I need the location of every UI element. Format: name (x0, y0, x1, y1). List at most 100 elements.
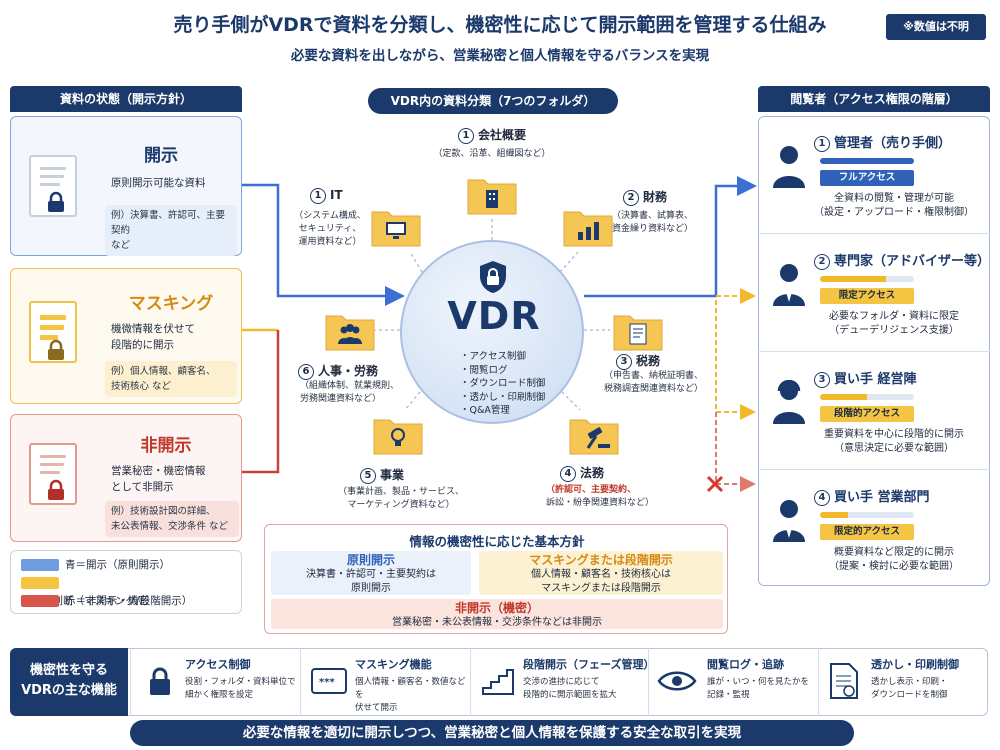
feature-phased-disclosure: 段階開示（フェーズ管理） 交渉の進捗に応じて段階的に開示範囲を拡大 (470, 648, 654, 716)
lock-icon (48, 191, 64, 212)
feature-watermark: 透かし・印刷制御 透かし表示・印刷・ダウンロードを制御 (818, 648, 988, 716)
policy-nondisclose: 非開示（機密） 営業秘密・未公表情報・交渉条件などは非開示 (271, 599, 723, 629)
advisor-icon (773, 264, 805, 306)
stairs-icon (482, 669, 514, 695)
card-masking: マスキング 機微情報を伏せて 段階的に開示 例）個人情報、顧客名、 技術核心 な… (10, 268, 242, 404)
card-title: マスキング (128, 294, 214, 314)
folder-desc: （申告書、納税証明書、税務調査関連資料など） (604, 371, 704, 394)
access-level-bar (820, 158, 914, 164)
connector-nondisclose (240, 330, 280, 474)
card-disclose: 開示 原則開示可能な資料 例）決算書、許認可、主要契約 など (10, 116, 242, 256)
viewer-desc: 必要なフォルダ・資料に限定（デューデリジェンス支援） (829, 311, 959, 336)
viewer-desc: 重要資料を中心に段階的に開示（意思決定に必要な範囲） (824, 429, 964, 454)
viewer-desc: 全資料の閲覧・管理が可能（設定・アップロード・権限制御） (814, 193, 974, 218)
card-example: 例）決算書、許認可、主要契約 など (105, 205, 237, 256)
monitor-folder-icon[interactable] (370, 206, 422, 248)
gavel-folder-icon[interactable] (568, 414, 620, 456)
shield-lock-icon (480, 261, 506, 293)
vdr-hub: VDR ・アクセス制御 ・閲覧ログ ・ダウンロード制御 ・透かし・印刷制御 ・Q… (400, 240, 584, 424)
policy-title: 情報の機密性に応じた基本方針 (409, 534, 585, 549)
access-level-bar (820, 394, 914, 400)
headset-person-icon (773, 380, 805, 424)
card-desc: 原則開示可能な資料 (111, 177, 206, 189)
masked-document-icon (29, 301, 77, 363)
folder-desc: （定款、沿革、組織図など） (433, 149, 551, 159)
lock-icon (150, 667, 170, 695)
people-folder-icon[interactable] (324, 310, 376, 352)
center-panel-title: VDR内の資料分類（7つのフォルダ） (368, 88, 618, 114)
legend-item-yellow: 黄＝要判断（マスキング/段階開示） (21, 574, 231, 607)
policy-box: 情報の機密性に応じた基本方針 原則開示 決算書・許認可・主要契約は 原則開示 マ… (264, 524, 728, 634)
deny-x-icon (706, 475, 724, 493)
connector-sales (715, 412, 756, 492)
vdr-feature-list: ・アクセス制御 ・閲覧ログ ・ダウンロード制御 ・透かし・印刷制御 ・Q&A管理 (460, 351, 546, 416)
bar-chart-folder-icon[interactable] (562, 206, 614, 248)
page-subtitle: 必要な資料を出しながら、営業秘密と個人情報を守るバランスを実現 (290, 48, 710, 64)
eye-icon (657, 671, 697, 691)
card-example: 例）技術設計図の詳細、 未公表情報、交渉条件 など (105, 501, 239, 537)
person-icon (773, 146, 805, 188)
folder-desc: （システム構成、セキュリティ、運用資料など） (294, 211, 366, 247)
folder-desc: （組織体制、就業規則、労務関連資料など） (300, 381, 400, 404)
person-icon (773, 500, 805, 542)
right-panel: 閲覧者（アクセス権限の階層） (758, 86, 990, 112)
connector-admin (584, 176, 757, 298)
feature-access-control: アクセス制御 役割・フォルダ・資料単位で細かく権限を設定 (130, 648, 300, 716)
access-tag: 段階的アクセス (820, 406, 914, 422)
folder-desc: （許認可、主要契約、訴訟・紛争関連資料など） (546, 485, 655, 508)
document-icon (29, 155, 77, 217)
svg-text:***: *** (319, 677, 335, 688)
confidential-document-icon (29, 443, 77, 505)
lock-icon (48, 479, 64, 500)
vdr-label: VDR (447, 294, 541, 338)
card-nondisclose: 非開示 営業秘密・機密情報 として非開示 例）技術設計図の詳細、 未公表情報、交… (10, 414, 242, 542)
lightbulb-folder-icon[interactable] (372, 414, 424, 456)
right-panel-title: 閲覧者（アクセス権限の階層） (758, 86, 990, 112)
viewer-desc: 概要資料など限定的に開示（提案・検討に必要な範囲） (829, 547, 959, 572)
left-panel-title: 資料の状態（開示方針） (10, 86, 242, 112)
feature-masking: *** マスキング機能 個人情報・顧客名・数値などを伏せて開示 (300, 648, 470, 716)
access-tag: 限定アクセス (820, 288, 914, 304)
folder-desc: （決算書、試算表、資金繰り資料など） (612, 211, 694, 234)
tax-document-folder-icon[interactable] (612, 310, 664, 352)
footer-banner: 必要な情報を適切に開示しつつ、営業秘密と個人情報を保護する安全な取引を実現 (130, 720, 854, 746)
access-level-bar (820, 512, 914, 518)
legend-item-blue: 青＝開示（原則開示） (21, 556, 231, 574)
connector-exec (715, 300, 756, 420)
masked-input-icon: *** (311, 668, 347, 694)
card-desc: 機微情報を伏せて 段階的に開示 (111, 323, 195, 351)
watermark-document-icon (830, 663, 858, 699)
card-example: 例）個人情報、顧客名、 技術核心 など (105, 361, 237, 397)
left-panel: 資料の状態（開示方針） (10, 86, 242, 112)
card-desc: 営業秘密・機密情報 として非開示 (111, 465, 206, 493)
building-folder-icon[interactable] (466, 174, 518, 216)
note-badge: ※数値は不明 (886, 14, 986, 40)
access-tag: フルアクセス (820, 170, 914, 186)
policy-masking: マスキングまたは段階開示 個人情報・顧客名・技術核心は マスキングまたは段階開示 (479, 551, 723, 595)
feature-view-log: 閲覧ログ・追跡 誰が・いつ・何を見たかを記録・監視 (648, 648, 818, 716)
legend: 青＝開示（原則開示） 黄＝要判断（マスキング/段階開示） 赤＝非開示・機密 (10, 550, 242, 614)
folder-desc: （事業計画、製品・サービス、マーケティング資料など） (337, 487, 464, 510)
lock-icon (48, 339, 64, 360)
card-title: 開示 (144, 146, 178, 166)
legend-item-red: 赤＝非開示・機密 (21, 592, 231, 610)
features-title: 機密性を守る VDRの主な機能 (10, 648, 128, 716)
access-tag: 限定的アクセス (820, 524, 914, 540)
policy-disclose: 原則開示 決算書・許認可・主要契約は 原則開示 (271, 551, 471, 595)
connector-disclose (240, 183, 405, 306)
access-level-bar (820, 276, 914, 282)
card-title: 非開示 (140, 436, 192, 456)
page-title: 売り手側がVDRで資料を分類し、機密性に応じて開示範囲を管理する仕組み (173, 14, 827, 36)
